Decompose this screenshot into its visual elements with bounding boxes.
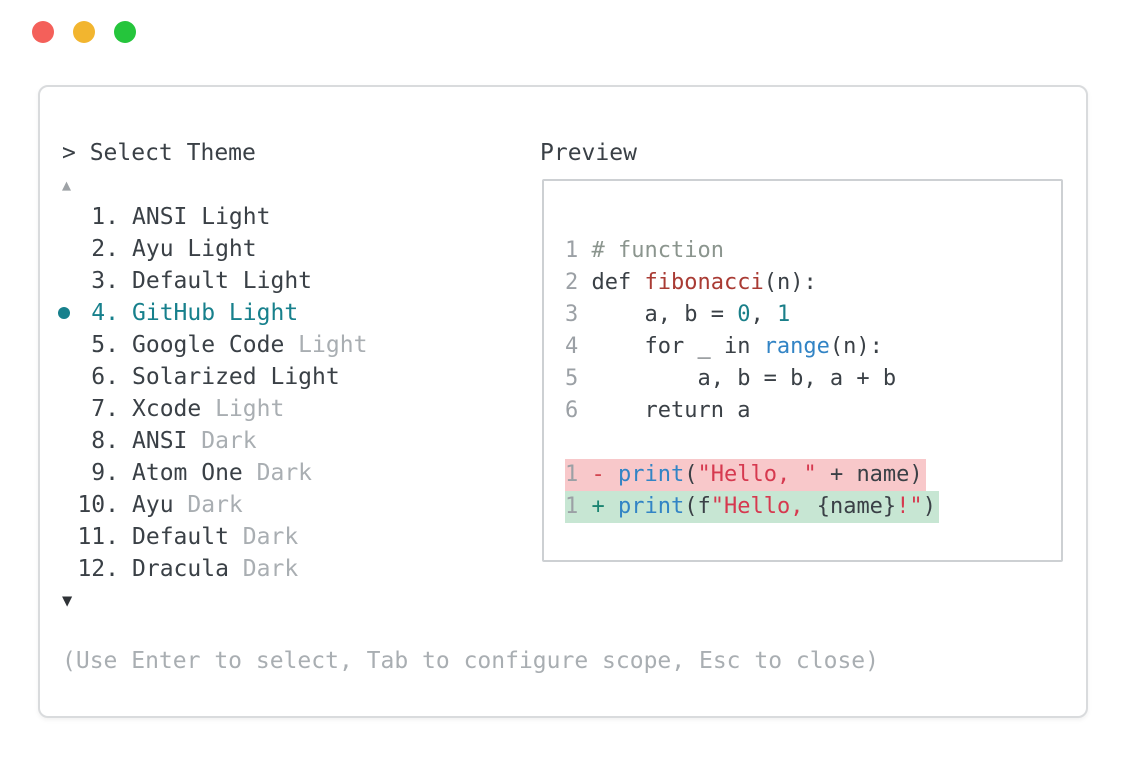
code-token: 1 <box>565 462 592 487</box>
theme-item-number: 10. <box>77 492 119 518</box>
code-line: 5 a, b = b, a + b <box>565 363 939 395</box>
code-line: 1 - print("Hello, " + name) <box>565 459 939 491</box>
code-token: + name) <box>816 462 923 487</box>
theme-item-6[interactable]: 6. Solarized Light <box>62 361 367 393</box>
theme-item-5[interactable]: 5. Google Code Light <box>62 329 367 361</box>
theme-item-label: Dracula Dark <box>132 556 299 582</box>
code-line <box>565 427 939 459</box>
diff-removed-line: 1 - print("Hello, " + name) <box>565 459 926 491</box>
zoom-button[interactable] <box>114 21 136 43</box>
code-token: ( <box>684 462 698 487</box>
theme-selector-panel: > Select Theme ▲ 1. ANSI Light 2. Ayu Light… <box>58 137 367 617</box>
code-line: 2 def fibonacci(n): <box>565 267 939 299</box>
theme-item-number: 3. <box>91 268 119 294</box>
theme-item-label: Atom One Dark <box>132 460 313 486</box>
traffic-lights <box>32 21 136 43</box>
scroll-up-indicator[interactable]: ▲ <box>62 176 72 194</box>
theme-item-label: Ayu Light <box>132 236 257 262</box>
code-token: 0 <box>737 302 751 327</box>
scroll-down-indicator[interactable]: ▼ <box>62 591 73 611</box>
theme-item-10[interactable]: 10. Ayu Dark <box>62 489 367 521</box>
theme-item-number: 8. <box>91 428 119 454</box>
code-token: 2 <box>565 270 592 295</box>
code-token: (n): <box>829 334 883 359</box>
theme-item-label: Ayu Dark <box>132 492 243 518</box>
code-token: - <box>591 462 618 487</box>
code-line: 1 # function <box>565 235 939 267</box>
selected-indicator-dot <box>58 307 70 319</box>
theme-item-number: 5. <box>91 332 119 358</box>
theme-item-label: ANSI Light <box>132 204 271 230</box>
code-token: (n): <box>763 270 817 295</box>
code-token: print <box>618 494 685 519</box>
code-token: 1 <box>565 238 592 263</box>
theme-item-number: 6. <box>91 364 119 390</box>
code-token: a, b = b, a + b <box>591 366 897 391</box>
code-line: 1 + print(f"Hello, {name}!") <box>565 491 939 523</box>
theme-item-label: Google Code Light <box>132 332 368 358</box>
theme-item-label: Solarized Light <box>132 364 340 390</box>
theme-item-label: ANSI Dark <box>132 428 257 454</box>
theme-item-number: 4. <box>91 300 119 326</box>
code-token: 3 <box>565 302 592 327</box>
select-theme-title: > Select Theme <box>62 140 256 166</box>
code-token: {name} <box>816 494 897 519</box>
close-button[interactable] <box>32 21 54 43</box>
theme-item-number: 11. <box>77 524 119 550</box>
preview-title: Preview <box>540 140 637 166</box>
code-token: "Hello, " <box>697 462 817 487</box>
theme-item-number: 2. <box>91 236 119 262</box>
code-token: !" <box>896 494 923 519</box>
theme-item-number: 9. <box>91 460 119 486</box>
code-token: # function <box>591 238 724 263</box>
code-token: return a <box>591 398 751 423</box>
code-token: ) <box>922 494 936 519</box>
code-token: (f <box>684 494 711 519</box>
code-token: + <box>591 494 618 519</box>
help-text: (Use Enter to select, Tab to configure s… <box>62 648 879 674</box>
theme-item-label: Default Dark <box>132 524 299 550</box>
code-token: 4 <box>565 334 592 359</box>
theme-item-3[interactable]: 3. Default Light <box>62 265 367 297</box>
theme-item-1[interactable]: 1. ANSI Light <box>62 201 367 233</box>
code-line: 3 a, b = 0, 1 <box>565 299 939 331</box>
code-token: a, b = <box>591 302 738 327</box>
minimize-button[interactable] <box>73 21 95 43</box>
theme-item-4[interactable]: 4. GitHub Light <box>58 297 367 329</box>
theme-item-number: 1. <box>91 204 119 230</box>
theme-item-label: Xcode Light <box>132 396 285 422</box>
theme-item-number: 7. <box>91 396 119 422</box>
theme-selector-window: > Select Theme ▲ 1. ANSI Light 2. Ayu Light… <box>38 85 1088 718</box>
theme-list: 1. ANSI Light 2. Ayu Light 3. Default Light 4.… <box>58 201 367 585</box>
code-token: range <box>763 334 830 359</box>
theme-item-label: GitHub Light <box>132 300 299 326</box>
code-token: for _ in <box>591 334 764 359</box>
code-token: 5 <box>565 366 592 391</box>
theme-item-label: Default Light <box>132 268 313 294</box>
code-token: def <box>591 270 645 295</box>
code-token: 6 <box>565 398 592 423</box>
theme-item-8[interactable]: 8. ANSI Dark <box>62 425 367 457</box>
theme-item-2[interactable]: 2. Ayu Light <box>62 233 367 265</box>
theme-item-12[interactable]: 12. Dracula Dark <box>62 553 367 585</box>
code-token: 1 <box>776 302 791 327</box>
theme-item-11[interactable]: 11. Default Dark <box>62 521 367 553</box>
theme-item-number: 12. <box>77 556 119 582</box>
diff-added-line: 1 + print(f"Hello, {name}!") <box>565 491 939 523</box>
theme-item-9[interactable]: 9. Atom One Dark <box>62 457 367 489</box>
theme-item-7[interactable]: 7. Xcode Light <box>62 393 367 425</box>
code-line: 6 return a <box>565 395 939 427</box>
code-line: 4 for _ in range(n): <box>565 331 939 363</box>
code-token: , <box>750 302 777 327</box>
code-token: fibonacci <box>644 270 764 295</box>
code-token: 1 <box>565 494 592 519</box>
code-token: print <box>618 462 685 487</box>
code-token: "Hello, <box>710 494 817 519</box>
